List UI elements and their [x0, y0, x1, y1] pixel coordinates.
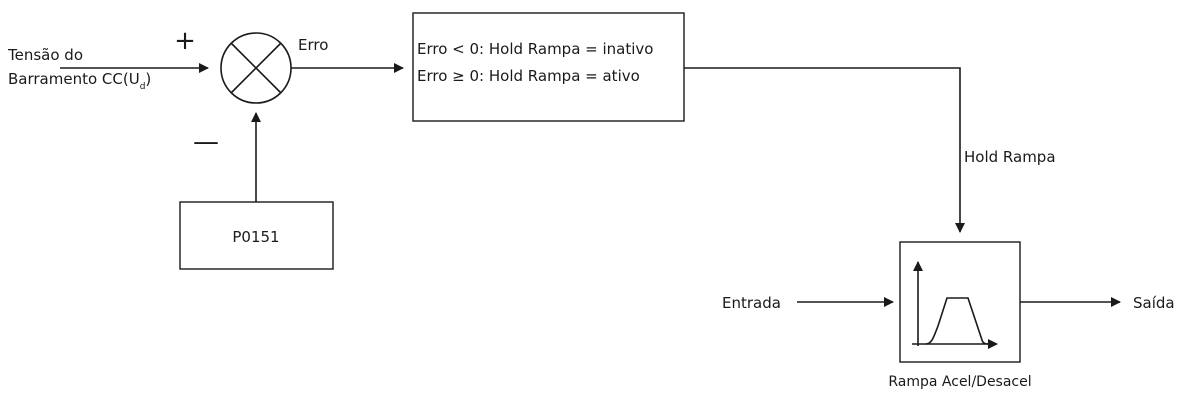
logic-line-2: Erro ≥ 0: Hold Rampa = ativo: [417, 67, 640, 85]
minus-sign: —: [193, 127, 219, 157]
output-label: Saída: [1133, 294, 1175, 312]
dc-bus-label-line2: Barramento CC(Ud): [8, 70, 151, 92]
ramp-caption: Rampa Acel/Desacel: [888, 374, 1031, 390]
plus-sign: +: [174, 26, 196, 56]
logic-line-1: Erro < 0: Hold Rampa = inativo: [417, 40, 653, 58]
dc-bus-label-main: Barramento CC(U: [8, 70, 140, 88]
dc-bus-label-subscript: d: [140, 82, 146, 92]
dc-bus-label-close: ): [145, 70, 151, 88]
logic-block: [412, 12, 685, 122]
parameter-label: P0151: [232, 228, 279, 246]
dc-bus-label-line1: Tensão do: [7, 46, 83, 64]
ramp-graph-icon: [912, 261, 998, 349]
input-label: Entrada: [722, 294, 781, 312]
summing-junction: [220, 32, 292, 104]
hold-label: Hold Rampa: [964, 148, 1056, 166]
error-label: Erro: [298, 36, 328, 54]
hold-signal-arrow: [684, 67, 965, 233]
